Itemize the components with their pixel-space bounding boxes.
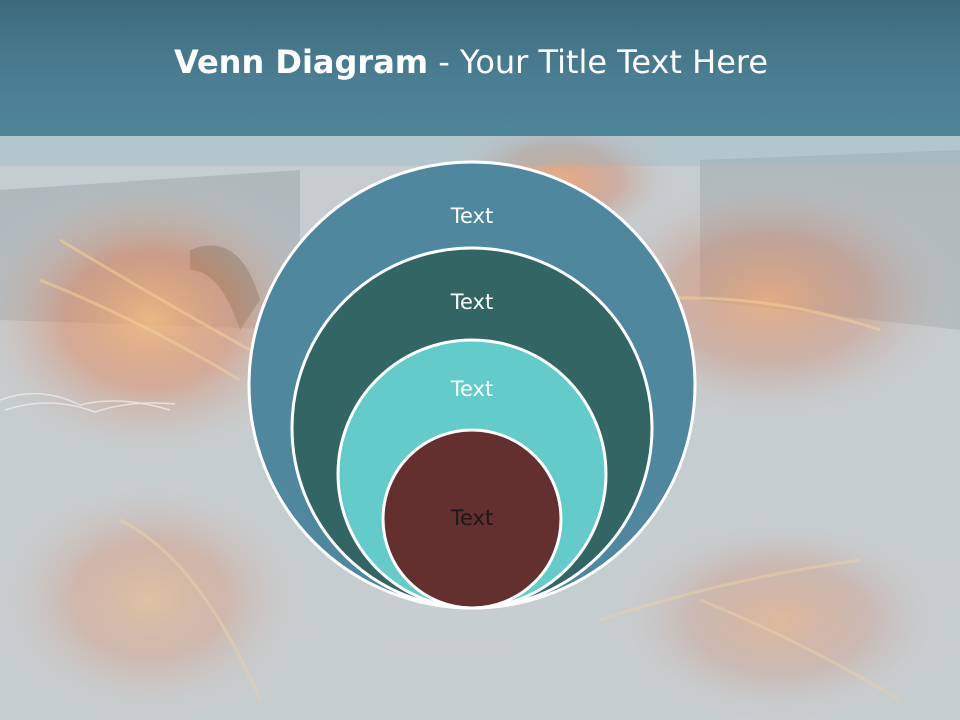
- venn-circle-label-2: Text: [450, 290, 493, 314]
- title-rest-part: - Your Title Text Here: [428, 43, 769, 81]
- venn-circle-label-4: Text: [450, 506, 493, 530]
- title-bold-part: Venn Diagram: [173, 43, 429, 81]
- title-bar: [0, 0, 960, 136]
- venn-circle-4: [381, 428, 563, 610]
- venn-circle-label-3: Text: [450, 377, 493, 401]
- page-title: Venn Diagram - Your Title Text Here: [0, 40, 942, 84]
- venn-circle-label-1: Text: [450, 204, 493, 228]
